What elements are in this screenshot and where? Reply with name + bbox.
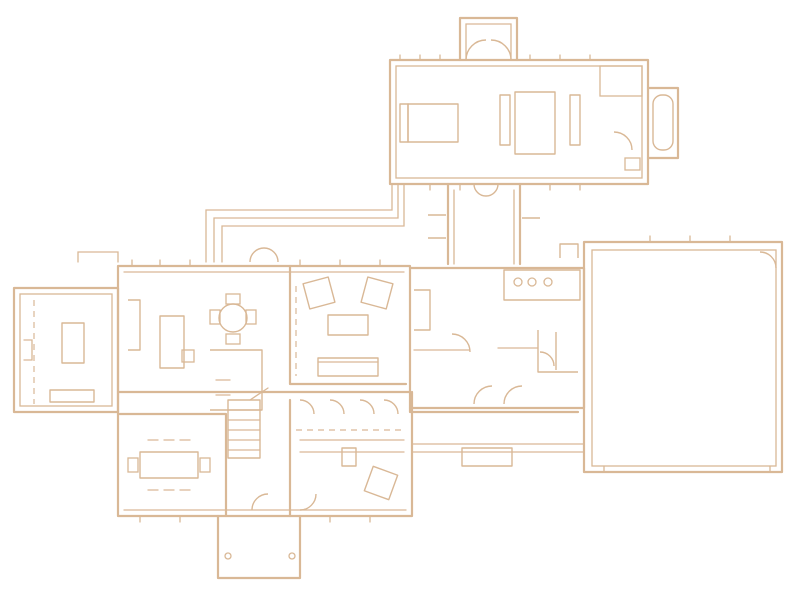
north-wing — [388, 16, 680, 197]
front-porch — [216, 514, 302, 580]
sun-room — [12, 251, 120, 414]
main-house — [116, 247, 414, 523]
garage — [582, 235, 784, 474]
library — [288, 398, 405, 518]
gallery-corridor — [205, 182, 540, 266]
living-room — [288, 264, 408, 386]
kitchen — [128, 293, 263, 411]
terrace — [411, 443, 585, 467]
north-bath — [599, 65, 680, 171]
stair — [227, 387, 269, 459]
north-portico — [458, 16, 519, 62]
north-seating — [399, 91, 581, 155]
service-wing — [408, 243, 586, 414]
dining-room — [116, 412, 228, 518]
